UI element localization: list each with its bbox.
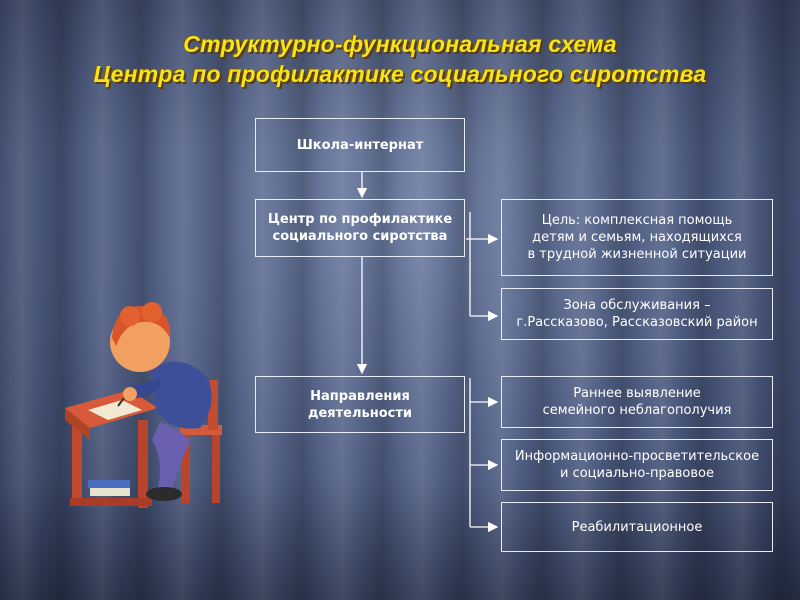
node-rehabilitation: Реабилитационное	[501, 502, 773, 552]
pencil	[117, 397, 125, 407]
desk-leg	[72, 410, 82, 505]
node-center-line2: социального сиротства	[272, 229, 448, 244]
node-zone: Зона обслуживания – г.Рассказово, Расска…	[501, 288, 773, 340]
node-info-line1: Информационно-просветительское	[514, 449, 760, 464]
diagram-title-line1: Структурно-функциональная схема	[183, 31, 617, 57]
child-legs	[152, 422, 190, 488]
node-center-line1: Центр по профилактике	[267, 212, 453, 227]
shoe	[146, 487, 182, 501]
node-school-label: Школа-интернат	[296, 137, 424, 153]
node-goal-line1: Цель: комплексная помощь	[541, 213, 733, 228]
chair-seat	[180, 425, 222, 435]
node-info-line2: и социально-правовое	[559, 466, 714, 481]
node-goal-line2: детям и семьям, находящихся	[532, 230, 742, 245]
desk-base	[70, 498, 152, 506]
node-goal-line3: в трудной жизненной ситуации	[527, 247, 747, 262]
node-zone-line2: г.Рассказово, Рассказовский район	[516, 315, 758, 330]
node-early-detection: Раннее выявление семейного неблагополучи…	[501, 376, 773, 428]
node-early-line1: Раннее выявление	[573, 386, 701, 401]
node-information: Информационно-просветительское и социаль…	[501, 439, 773, 491]
child-writing-illustration	[65, 302, 222, 508]
node-early-line2: семейного неблагополучия	[542, 403, 732, 418]
node-goal: Цель: комплексная помощь детям и семьям,…	[501, 199, 773, 276]
book-stack	[88, 480, 130, 488]
node-zone-line1: Зона обслуживания –	[563, 298, 711, 313]
open-book	[88, 400, 142, 420]
child-hand	[123, 387, 137, 401]
diagram-title-line2: Центра по профилактике социального сирот…	[93, 61, 707, 87]
node-center: Центр по профилактике социального сиротс…	[255, 199, 465, 257]
node-school: Школа-интернат	[255, 118, 465, 172]
node-directions-line2: деятельности	[307, 405, 413, 421]
node-directions: Направления деятельности	[255, 376, 465, 433]
node-directions-line1: Направления	[310, 388, 410, 404]
node-rehab-label: Реабилитационное	[571, 519, 703, 535]
child-body	[152, 361, 212, 429]
chair-back	[208, 380, 218, 430]
desk-leg	[138, 420, 148, 508]
